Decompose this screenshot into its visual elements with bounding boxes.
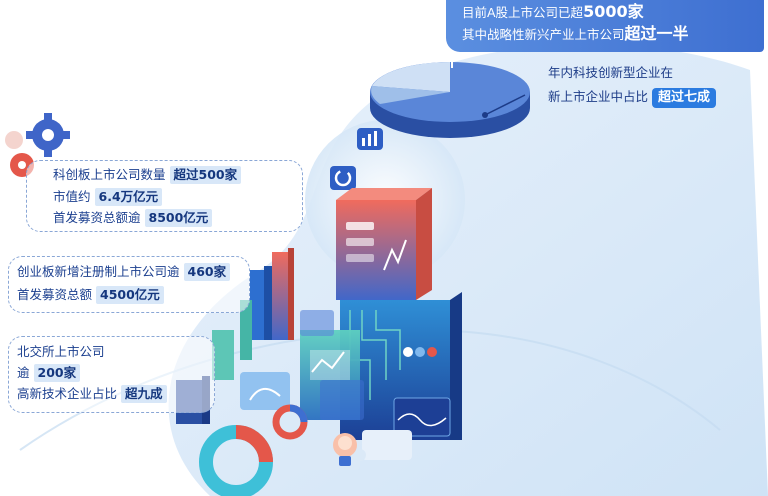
star-company-count: 超过500家 — [169, 166, 242, 184]
chinext-line2-text: 首发募资总额 — [17, 287, 93, 302]
top-banner: 目前A股上市公司已超5000家 其中战略性新兴产业上市公司超过一半 — [446, 0, 764, 52]
emerging-industry-share: 超过一半 — [624, 24, 689, 43]
tech-share-badge: 超过七成 — [652, 88, 717, 108]
tech-share-callout: 年内科技创新型企业在 新上市企业中占比超过七成 — [530, 60, 760, 116]
bse-line3-text: 高新技术企业占比 — [17, 386, 118, 401]
bse-line1: 北交所上市公司 — [17, 344, 105, 359]
pie-chart-icon — [370, 62, 530, 138]
banner-line1-text: 目前A股上市公司已超 — [462, 5, 584, 20]
chinext-company-count: 460家 — [183, 263, 231, 281]
banner-line-2: 其中战略性新兴产业上市公司超过一半 — [462, 25, 689, 44]
chinext-line1-text: 创业板新增注册制上市公司逾 — [17, 264, 180, 279]
star-line1-text: 科创板上市公司数量 — [53, 167, 166, 182]
lightbulb-icon — [333, 433, 357, 466]
bar-chart-icon — [357, 128, 383, 150]
star-ipo-total: 8500亿元 — [144, 209, 213, 227]
ring-chart-icon — [199, 404, 308, 496]
main-tower — [336, 188, 462, 440]
banner-line2-text: 其中战略性新兴产业上市公司 — [462, 27, 625, 42]
star-market-cap: 6.4万亿元 — [94, 188, 163, 206]
star-line-1: 科创板上市公司数量超过500家 — [53, 166, 242, 184]
data-panels — [240, 310, 364, 420]
listed-companies-total: 5000家 — [583, 2, 644, 21]
star-line2-text: 市值约 — [53, 189, 91, 204]
chinext-ipo-total: 4500亿元 — [96, 286, 164, 304]
bse-line-3: 高新技术企业占比超九成 — [17, 385, 167, 403]
bse-company-count: 200家 — [33, 364, 81, 382]
tech-share-line1: 年内科技创新型企业在 — [548, 65, 674, 80]
bse-hightech-share: 超九成 — [121, 385, 167, 403]
banner-line-1: 目前A股上市公司已超5000家 — [462, 3, 644, 22]
star-line3-text: 首发募资总额逾 — [53, 210, 141, 225]
tech-share-line2: 新上市企业中占比超过七成 — [548, 88, 717, 108]
bse-line2-text: 逾 — [17, 365, 30, 380]
tech-share-line2-text: 新上市企业中占比 — [548, 89, 649, 104]
refresh-icon — [330, 166, 356, 190]
